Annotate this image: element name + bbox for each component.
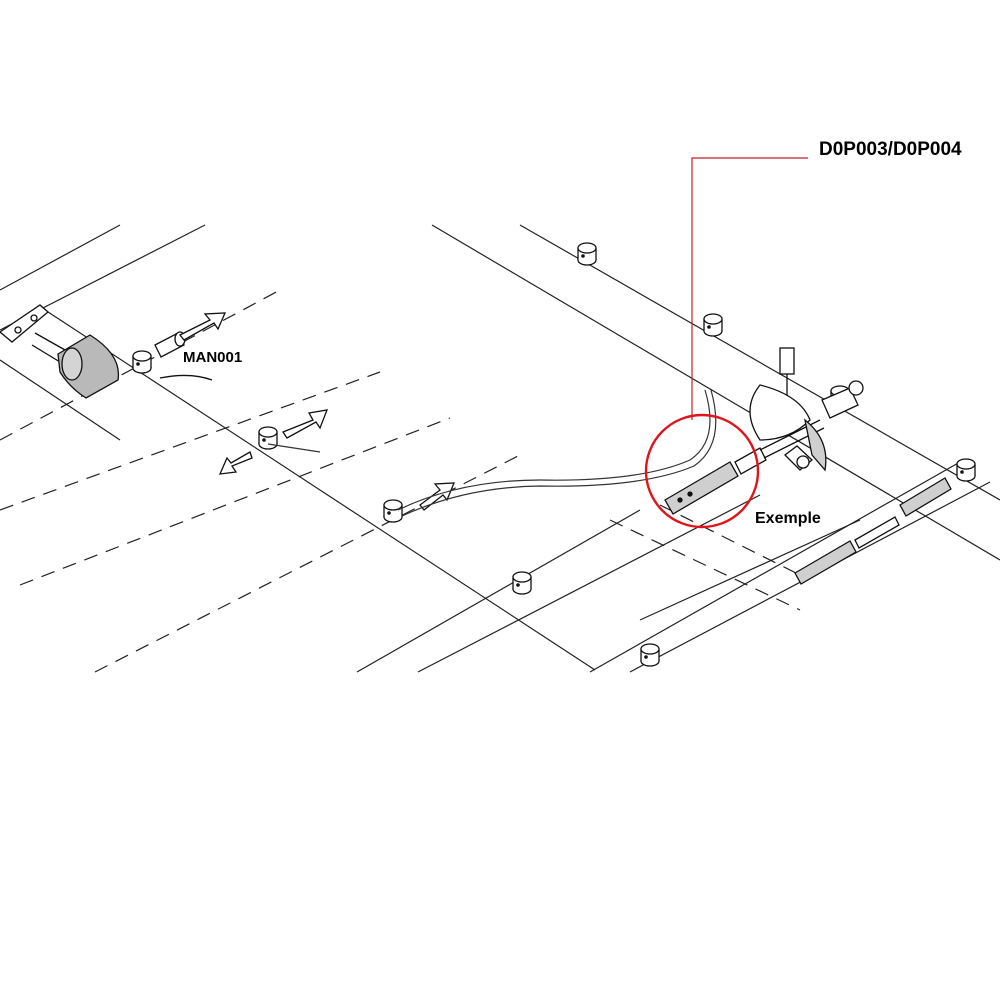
leader-line <box>691 157 808 420</box>
tensioning-tool <box>749 347 864 472</box>
cable-clamp-icon <box>383 499 403 523</box>
cable-clamps <box>132 242 976 667</box>
manual-ref-label: MAN001 <box>183 349 242 366</box>
cable-clamp-icon <box>577 242 597 266</box>
turnbuckle-icon <box>664 419 825 515</box>
cable-clamp-icon <box>512 571 532 595</box>
winch-motor-icon <box>0 304 120 399</box>
cable-clamp-icon <box>258 426 278 450</box>
hollow-arrow-icon <box>178 312 455 511</box>
callout <box>644 157 808 529</box>
panel-lines <box>0 224 1000 673</box>
cable-clamp-icon <box>703 313 723 337</box>
example-label: Exemple <box>755 510 821 527</box>
cable-clamp-icon <box>956 458 976 482</box>
highlight-circle <box>644 413 760 529</box>
spare-clamp-part <box>154 331 213 381</box>
turnbuckle-icon <box>794 477 952 585</box>
cable-clamp-icon <box>640 643 660 667</box>
cables <box>267 389 717 517</box>
part-code-label: D0P003/D0P004 <box>819 139 962 160</box>
dashed-lines <box>0 289 801 673</box>
cable-clamp-icon <box>132 350 152 374</box>
